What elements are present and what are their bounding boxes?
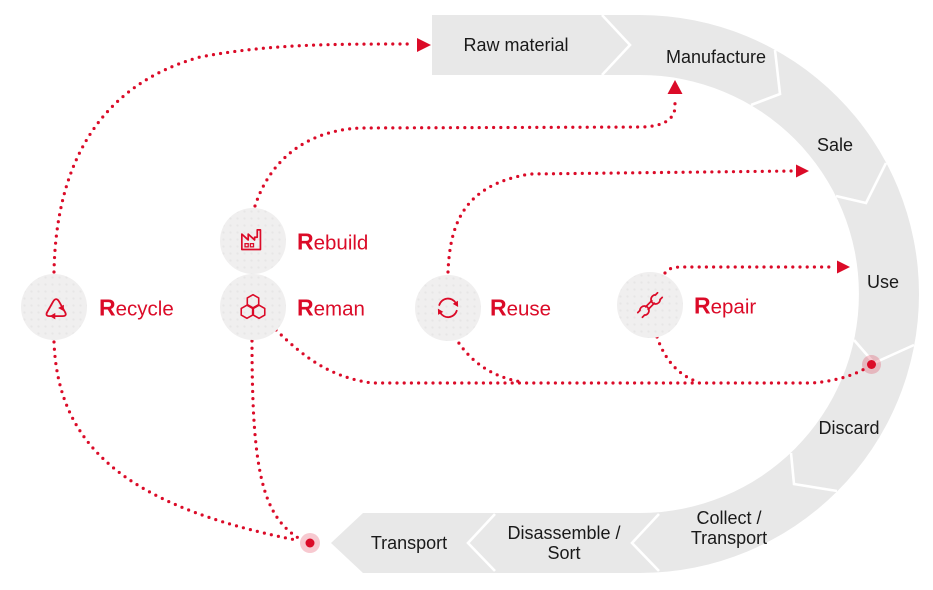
stage-separators xyxy=(466,14,915,572)
discard-return-repair-branch xyxy=(655,335,700,384)
reuse-to-sale-path xyxy=(446,169,794,274)
arrowhead-raw-material xyxy=(417,38,431,52)
separator-rawmaterial-manufacture xyxy=(601,14,632,76)
collect-line2: Transport xyxy=(690,528,768,548)
factory-icon xyxy=(240,228,262,251)
lifecycle-band xyxy=(331,15,919,573)
rebuild-label: Rebuild xyxy=(297,229,368,256)
discard-return-line xyxy=(274,328,868,385)
stage-label-disassemble-sort: Disassemble / Sort xyxy=(507,523,620,563)
recycle-label: Recycle xyxy=(99,295,174,322)
discard-return-reuse-branch xyxy=(453,335,524,384)
recycle-icon xyxy=(45,298,67,320)
transport-to-recycle-path xyxy=(52,340,298,542)
reman-node xyxy=(220,274,286,340)
stage-label-raw-material: Raw material xyxy=(463,35,569,55)
recycle-to-raw-material-path xyxy=(52,42,416,274)
reuse-label: Reuse xyxy=(490,295,551,322)
wrench-icon xyxy=(636,291,664,319)
repair-initial: R xyxy=(694,292,711,319)
reuse-node xyxy=(415,275,481,341)
recycle-initial: R xyxy=(99,294,116,321)
repair-label: Repair xyxy=(694,293,756,320)
rebuild-to-manufacture-path xyxy=(253,97,677,208)
separator-sale-use xyxy=(835,162,888,205)
stage-label-transport: Transport xyxy=(370,533,448,553)
hexagons-icon xyxy=(240,293,266,320)
disassemble-line1: Disassemble / xyxy=(507,523,621,543)
stage-label-sale: Sale xyxy=(816,135,854,155)
reuse-initial: R xyxy=(490,294,507,321)
rebuild-rest: ebuild xyxy=(313,231,369,255)
stage-label-manufacture: Manufacture xyxy=(665,47,767,67)
transport-pickup-dot xyxy=(305,538,315,548)
use-discard-pickup-dot xyxy=(867,360,876,369)
rebuild-initial: R xyxy=(297,228,314,255)
arrowhead-sale xyxy=(796,164,809,178)
repair-node xyxy=(617,272,683,338)
stage-label-discard: Discard xyxy=(818,418,880,438)
transport-to-reman-path xyxy=(250,339,302,541)
separator-discard-collect xyxy=(789,452,838,493)
repair-rest: epair xyxy=(710,295,757,319)
arrowhead-use xyxy=(837,260,850,274)
reman-rest: eman xyxy=(313,297,365,321)
stage-label-collect-transport: Collect / Transport xyxy=(691,508,767,548)
arrowhead-manufacture xyxy=(667,80,683,94)
disassemble-line2: Sort xyxy=(547,543,581,563)
cycle-icon xyxy=(437,297,459,319)
reuse-rest: euse xyxy=(506,297,552,321)
reman-label: Reman xyxy=(297,295,365,322)
separator-disassemble-transport xyxy=(466,513,496,572)
reman-initial: R xyxy=(297,294,314,321)
rebuild-node xyxy=(220,208,286,274)
collect-line1: Collect / xyxy=(696,508,762,528)
separator-manufacture-sale xyxy=(750,49,782,107)
stage-label-use: Use xyxy=(866,272,900,292)
recycle-node xyxy=(21,274,87,340)
separator-collect-disassemble xyxy=(630,513,660,572)
repair-to-use-path xyxy=(663,265,834,275)
recycle-rest: ecycle xyxy=(115,297,174,321)
